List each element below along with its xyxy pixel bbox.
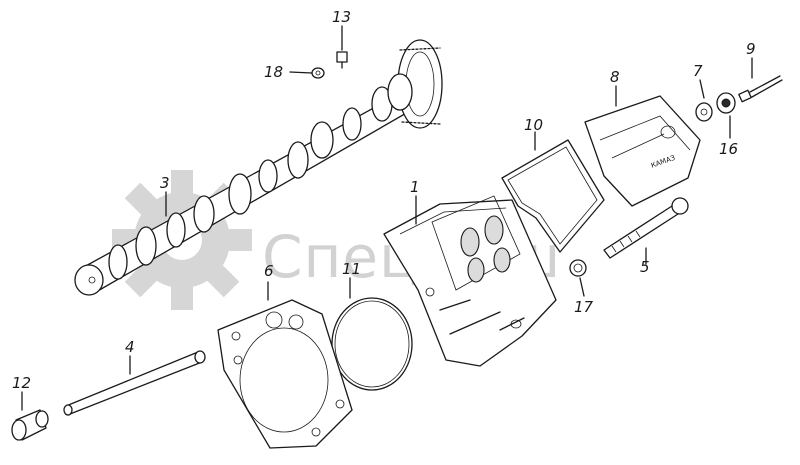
head-gasket-part [217,299,353,449]
seal-ring-17-part [569,259,587,277]
leader-lines [21,25,753,411]
callout-6: 6 [264,262,274,280]
callout-1: 1 [410,178,420,196]
callout-4: 4 [125,338,135,356]
washer-10-part [716,92,736,114]
valve-cover-part: КАМАЗ [584,95,701,207]
seal-ring-12-part [331,297,413,391]
callout-16: 13 [332,8,352,26]
callout-11: 10 [524,116,544,134]
bolt-16-part [336,51,348,69]
callout-3: 3 [160,174,170,192]
bolt-9-part [738,75,783,103]
long-bolt-5-part [603,197,689,259]
cover-gasket-part [501,139,605,253]
callout-7: 7 [693,62,703,80]
washer-7-part [695,102,713,122]
push-rod-part [63,350,206,416]
fitting-13-part [11,409,49,441]
callout-17: 17 [574,298,594,316]
callout-5: 5 [640,258,650,276]
camshaft-part [74,39,443,296]
washer-18-part [311,67,325,79]
callout-12: 11 [342,260,362,278]
callout-13: 12 [12,374,32,392]
callout-8: 8 [610,68,620,86]
callout-10: 16 [719,140,739,158]
callout-18: 18 [264,63,284,81]
callout-9: 9 [746,40,756,58]
cylinder-head-part [383,195,557,367]
